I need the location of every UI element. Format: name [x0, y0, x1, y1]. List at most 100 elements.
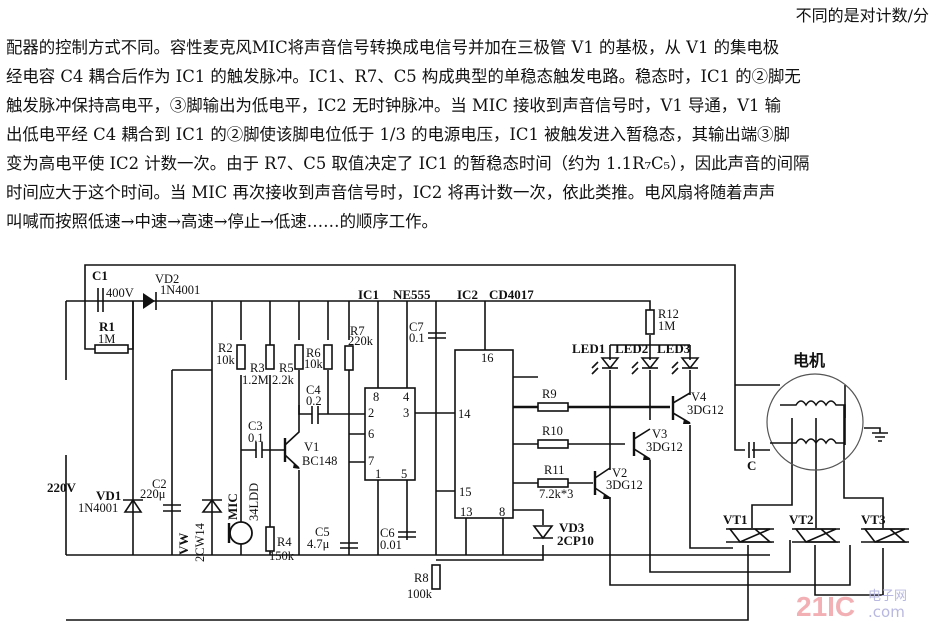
- c7-value: 0.1: [409, 331, 425, 345]
- led-2: LED2: [615, 341, 660, 375]
- v4-label: V4: [691, 390, 707, 404]
- paragraph-line: 经电容 C4 耦合后作为 IC1 的触发脉冲。IC1、R7、C5 构成典型的单稳…: [6, 67, 801, 86]
- resistor-r6: R6 10k: [304, 344, 333, 371]
- r2-value: 10k: [216, 353, 236, 367]
- supply-voltage-label: 220V: [47, 480, 77, 495]
- ic1-value: NE555: [393, 287, 431, 302]
- c2-label: C2: [152, 477, 167, 491]
- wires: [65, 264, 884, 621]
- r9-label: R9: [542, 387, 557, 401]
- resistor-r8: R8 100k: [407, 564, 441, 601]
- r8-label: R8: [414, 571, 429, 585]
- v4-value: 3DG12: [687, 403, 724, 417]
- r11-label: R11: [544, 463, 564, 477]
- vd2-label: VD2: [155, 272, 179, 286]
- v3-value: 3DG12: [646, 440, 683, 454]
- r10-label: R10: [542, 424, 563, 438]
- ic2-pin: 13: [460, 505, 473, 519]
- resistor-r2: R2 10k: [216, 341, 246, 370]
- capacitor-c4: C4 0.2: [306, 383, 322, 424]
- triac-vt1: VT1: [723, 512, 774, 543]
- paragraph-line: 变为高电平使 IC2 计数一次。由于 R7、C5 取值决定了 IC1 的暂稳态时…: [6, 154, 810, 173]
- capacitor-c2: C2 220μ: [140, 477, 181, 512]
- c2-value: 220μ: [140, 487, 166, 501]
- v1-label: V1: [304, 440, 319, 454]
- transistor-v2: V2 3DG12: [593, 466, 643, 499]
- r6-value: 10k: [304, 357, 324, 371]
- resistor-r3: R3 1.2M: [242, 344, 275, 387]
- resistor-r11: R11 7.2k*3: [537, 463, 573, 501]
- v2-label: V2: [612, 466, 627, 480]
- r12-value: 1M: [658, 319, 675, 333]
- c6-label: C6: [380, 526, 395, 540]
- r1-label: R1: [99, 319, 115, 334]
- r7-label: R7: [350, 324, 365, 338]
- r1-value: 1M: [98, 332, 115, 346]
- c3-label: C3: [248, 419, 263, 433]
- c-label: C: [747, 458, 756, 473]
- ic1-pin: 5: [401, 467, 407, 481]
- c6-value: 0.01: [380, 538, 402, 552]
- resistor-r12: R12 1M: [645, 307, 679, 335]
- mic-value: 34LDD: [247, 483, 261, 521]
- paragraph-line: 触发脉冲保持高电平，③脚输出为低电平，IC2 无时钟脉冲。当 MIC 接收到声音…: [6, 96, 782, 115]
- vd1-value: 1N4001: [78, 501, 118, 515]
- vd3-value: 2CP10: [557, 533, 594, 548]
- ic1-pin: 7: [368, 454, 374, 468]
- ic2-pin: 8: [499, 505, 505, 519]
- v2-value: 3DG12: [606, 478, 643, 492]
- r4-label: R4: [277, 535, 292, 549]
- r2-label: R2: [218, 341, 233, 355]
- led-1: LED1: [572, 341, 620, 375]
- c5-label: C5: [315, 525, 330, 539]
- r5-label: R5: [279, 361, 294, 375]
- capacitor-c6: C6 0.01: [380, 526, 416, 552]
- transistor-v4: V4 3DG12: [671, 390, 724, 424]
- transistor-v1: V1 BC148: [283, 405, 337, 469]
- transistor-v3: V3 3DG12: [632, 427, 683, 460]
- resistor-r9: R9: [537, 387, 569, 412]
- resistor-r10: R10: [537, 424, 569, 449]
- watermark-domain: .com: [868, 603, 905, 621]
- ic1-pin: 3: [403, 406, 409, 420]
- vd3-label: VD3: [559, 520, 585, 535]
- microphone-mic: MIC 34LDD: [225, 483, 261, 545]
- c1-label: C1: [92, 268, 108, 283]
- paragraph-line: 时间应大于这个时间。当 MIC 再次接收到声音信号时，IC2 将再计数一次，依此…: [6, 183, 776, 202]
- ic2-cd4017: IC2 CD4017 16 14 15 13 8: [454, 287, 534, 519]
- r8-value: 100k: [407, 587, 433, 601]
- c1-value: 400V: [106, 286, 134, 300]
- ic1-pin: 1: [375, 467, 381, 481]
- r6-label: R6: [306, 346, 321, 360]
- c3-value: 0.1: [248, 431, 264, 445]
- watermark-cn: 电子网: [868, 589, 907, 604]
- led1-label: LED1: [572, 341, 605, 356]
- r3-label: R3: [250, 361, 265, 375]
- resistor-r7: R7 220k: [344, 324, 374, 371]
- vt3-label: VT3: [861, 512, 886, 527]
- capacitor-c7: C7 0.1: [409, 320, 446, 345]
- triac-vt2: VT2: [789, 512, 840, 543]
- diode-vd2: VD2 1N4001: [143, 272, 200, 310]
- ground-icon: [864, 427, 888, 442]
- header-fragment: 不同的是对计数/分: [795, 6, 929, 25]
- led3-label: LED3: [657, 341, 691, 356]
- vw-value: 2CW14: [193, 522, 207, 562]
- led-3: LED3: [657, 341, 700, 375]
- ic2-value: CD4017: [489, 287, 534, 302]
- capacitor-c5: C5 4.7μ: [307, 525, 358, 551]
- paragraph-line: 出低电平经 C4 耦合到 IC1 的②脚使该脚电位低于 1/3 的电源电压，IC…: [6, 125, 790, 144]
- vd2-value: 1N4001: [160, 283, 200, 297]
- ic1-pin: 8: [373, 390, 379, 404]
- v3-label: V3: [652, 427, 667, 441]
- ic2-label: IC2: [457, 287, 478, 302]
- r11-value: 7.2k*3: [539, 487, 573, 501]
- r4-value: 150k: [269, 549, 295, 563]
- led2-label: LED2: [615, 341, 648, 356]
- r3-value: 1.2M: [242, 373, 269, 387]
- ic2-pin: 16: [481, 351, 494, 365]
- ic1-pin: 6: [368, 427, 374, 441]
- c4-value: 0.2: [306, 394, 322, 408]
- ic2-pin: 15: [459, 485, 472, 499]
